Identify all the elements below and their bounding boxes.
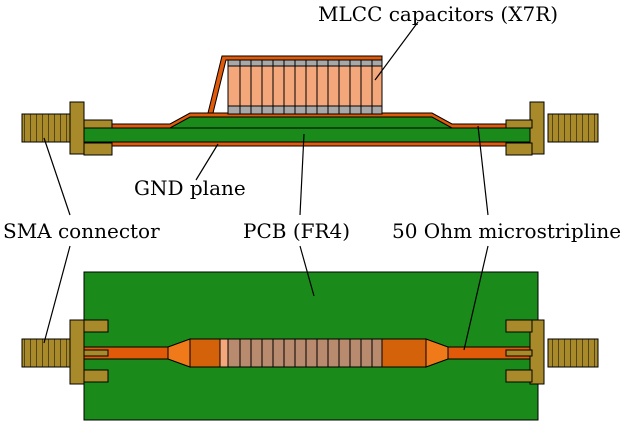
label-mlcc-capacitors: MLCC capacitors (X7R)	[318, 2, 559, 26]
side-solder-fillet	[169, 116, 453, 129]
side-gnd-plane	[81, 141, 531, 147]
side-view	[21, 55, 599, 156]
label-gnd-plane: GND plane	[134, 176, 246, 200]
leader-sma-side	[43, 137, 71, 216]
top-sma-right	[505, 319, 599, 385]
label-pcb: PCB (FR4)	[243, 219, 351, 243]
top-sma-left	[21, 319, 109, 385]
label-sma-connector: SMA connector	[3, 219, 160, 243]
side-mlcc-stack	[207, 55, 383, 115]
top-pad-left	[189, 338, 221, 368]
leader-mlcc	[374, 21, 419, 81]
leader-lines	[43, 21, 489, 351]
label-microstripline: 50 Ohm microstripline	[392, 219, 622, 243]
leader-sma-top	[43, 245, 71, 344]
leader-gnd	[195, 143, 219, 181]
leader-microstrip-side	[477, 125, 489, 216]
top-capacitor-divisions	[227, 339, 373, 367]
side-sma-right	[505, 101, 599, 156]
leader-pcb-side	[299, 133, 305, 216]
side-pcb-substrate	[81, 127, 531, 143]
top-view	[21, 271, 599, 421]
leader-pcb-top	[299, 245, 315, 297]
leader-microstrip-top	[463, 245, 489, 351]
top-capacitor-array	[219, 338, 383, 368]
side-sma-left	[21, 101, 113, 156]
top-pad-right	[381, 338, 427, 368]
